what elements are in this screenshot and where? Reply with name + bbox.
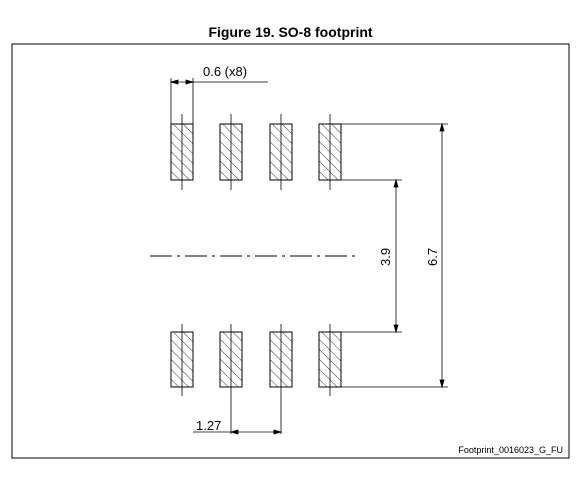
pitch-label: 1.27 — [196, 418, 221, 433]
outer-span-label: 6.7 — [425, 248, 440, 266]
pad-width-label: 0.6 (x8) — [203, 64, 247, 79]
figure-title: Figure 19. SO-8 footprint — [208, 24, 373, 40]
figure-frame — [11, 43, 570, 459]
outer-span-dimension — [341, 122, 448, 389]
top-pad-row — [170, 114, 342, 190]
pitch-dimension — [193, 429, 283, 435]
inner-span-dimension — [341, 178, 402, 334]
pad-width-dimension — [169, 78, 268, 124]
inner-span-label: 3.9 — [378, 248, 393, 266]
bottom-pad-row — [170, 324, 342, 434]
figure-reference: Footprint_0016023_G_FU — [458, 445, 563, 455]
